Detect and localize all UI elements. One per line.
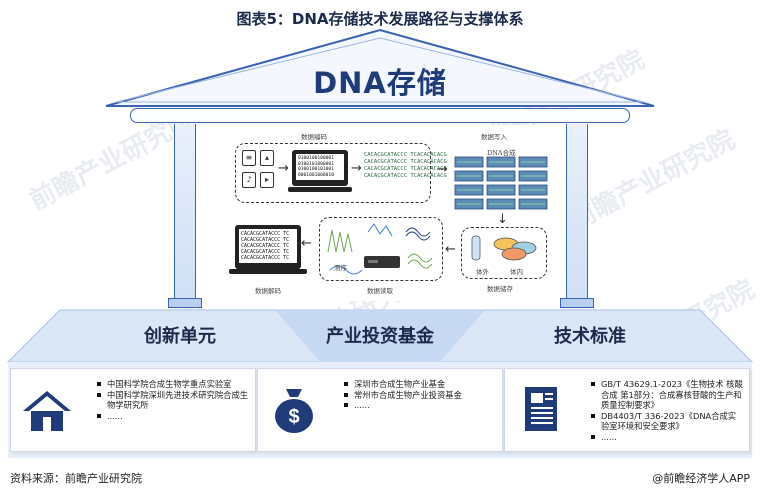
- encode-box: ≡ ▴ ♪ ▸ → 0100100100001 0100101000001 01…: [235, 143, 447, 203]
- read-box: 测序: [319, 217, 443, 281]
- video-icon: ▸: [260, 172, 274, 188]
- right-column-base: [560, 298, 594, 308]
- list-item: 中国科学院深圳先进技术研究院合成生物学研究所: [97, 390, 249, 411]
- money-bag-icon: $: [275, 389, 313, 433]
- in-vivo-label: 体内: [510, 268, 523, 276]
- list-item: 常州市合成生物产业投资基金: [344, 390, 496, 401]
- pillar-card-standard: GB/T 43629.1-2023《生物技术 核酸合成 第1部分：合成寡核苷酸的…: [504, 368, 750, 452]
- list-item: GB/T 43629.1-2023《生物技术 核酸合成 第1部分：合成寡核苷酸的…: [591, 379, 743, 411]
- source-note: 资料来源：前瞻产业研究院: [10, 472, 142, 485]
- storage-box: 体外 体内: [461, 227, 547, 279]
- arrow-left-icon: ←: [301, 236, 312, 251]
- write-label: 数据写入: [481, 133, 507, 141]
- beam: [130, 108, 630, 123]
- pillar-title-innovation: 创新单元: [144, 326, 216, 347]
- pillar-title-fund: 产业投资基金: [326, 326, 434, 347]
- laptop-base: [229, 269, 307, 274]
- list-item: 中国科学院合成生物学重点实验室: [97, 379, 249, 390]
- arrow-right-icon: →: [351, 161, 362, 176]
- dna-synthesis-chips: [454, 156, 548, 210]
- decoded-sequence: CACACGCATACCC TC CACACGCATACCC TC CACACG…: [239, 229, 297, 263]
- sequencing-illustration: [327, 223, 433, 275]
- pillar-card-fund: $ 深圳市合成生物产业基金 常州市合成生物产业投资基金 ......: [257, 368, 503, 452]
- list-item: DB4403/T 336-2023《DNA合成实验室环境和安全要求》: [591, 411, 743, 432]
- left-column-base: [168, 298, 202, 308]
- arrow-right-icon: →: [437, 162, 448, 177]
- binary-code: 0100100100001 0100101000001 010010010100…: [296, 154, 344, 180]
- roof: [105, 28, 655, 107]
- image-icon: ▴: [260, 150, 274, 166]
- fund-list: 深圳市合成生物产业基金 常州市合成生物产业投资基金 ......: [344, 379, 496, 411]
- list-item: ......: [591, 432, 743, 443]
- list-item: ......: [97, 411, 249, 422]
- innovation-list: 中国科学院合成生物学重点实验室 中国科学院深圳先进技术研究院合成生物学研究所 .…: [97, 379, 249, 421]
- keyboard: [288, 187, 352, 192]
- storage-illustration: [471, 235, 537, 261]
- list-item: 深圳市合成生物产业基金: [344, 379, 496, 390]
- list-item: ......: [344, 400, 496, 411]
- standard-list: GB/T 43629.1-2023《生物技术 核酸合成 第1部分：合成寡核苷酸的…: [591, 379, 743, 442]
- pillar-title-standard: 技术标准: [554, 326, 626, 347]
- arrow-left-icon: ←: [445, 242, 456, 257]
- pillar-card-innovation: 中国科学院合成生物学重点实验室 中国科学院深圳先进技术研究院合成生物学研究所 .…: [10, 368, 256, 452]
- store-label: 数据储存: [487, 285, 513, 293]
- document-icon: ≡: [242, 150, 256, 166]
- decode-label: 数据解码: [255, 287, 281, 295]
- arrow-down-icon: ↓: [497, 212, 508, 227]
- synthesis-label: DNA合成: [487, 149, 516, 157]
- encode-label: 数据编码: [301, 133, 327, 141]
- document-icon: [525, 387, 557, 431]
- house-icon: [23, 391, 71, 431]
- svg-text:$: $: [288, 406, 299, 428]
- dna-storage-process: 数据编码 数据写入 ≡ ▴ ♪ ▸ → 0100100100001 010010…: [205, 125, 555, 301]
- in-vitro-label: 体外: [476, 268, 489, 276]
- figure-title: 图表5：DNA存储技术发展路径与支撑体系: [236, 10, 524, 28]
- read-label: 数据读取: [367, 287, 393, 295]
- laptop-icon: CACACGCATACCC TC CACACGCATACCC TC CACACG…: [235, 225, 301, 269]
- arrow-right-icon: →: [278, 161, 289, 176]
- brand-link[interactable]: @前瞻经济学人APP: [652, 472, 750, 485]
- roof-title: DNA存储: [313, 66, 447, 100]
- computer-icon: 0100100100001 0100101000001 010010010100…: [292, 150, 348, 186]
- music-icon: ♪: [242, 172, 256, 188]
- sequencing-label: 测序: [334, 264, 347, 272]
- dna-sequence: CACACGCATACCC TCACACACACG CACACGCATACCC …: [364, 152, 447, 179]
